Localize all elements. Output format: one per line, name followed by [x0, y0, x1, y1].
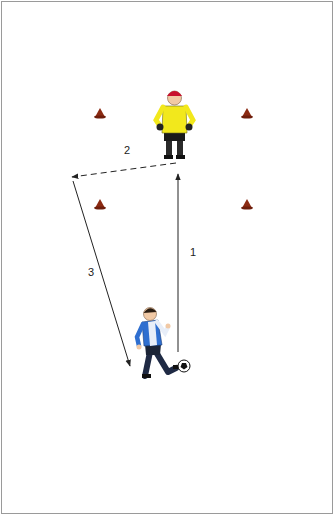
- player: [137, 308, 182, 379]
- keeper-shirt: [162, 106, 187, 133]
- pass-arrow: [178, 174, 179, 352]
- keeper-arm: [156, 107, 163, 126]
- keeper-boot: [176, 155, 185, 159]
- keeper-boot: [164, 155, 173, 159]
- cone-base: [94, 115, 106, 118]
- callout-number: 1: [190, 246, 196, 258]
- cone-base: [241, 206, 253, 209]
- run-arrow: [73, 181, 130, 366]
- cone-base: [94, 206, 106, 209]
- player-hand: [166, 324, 171, 329]
- player-hair: [144, 308, 157, 313]
- keeper-glove: [157, 124, 164, 131]
- keeper-head: [168, 91, 182, 105]
- cone-base: [241, 115, 253, 118]
- ball-patch: [181, 363, 188, 370]
- callout-number: 3: [88, 266, 94, 278]
- keeper-cap: [167, 91, 182, 96]
- keeper-arm: [186, 107, 193, 126]
- keeper-glove: [186, 124, 193, 131]
- player-shirt-stripe: [148, 321, 157, 346]
- pass-arrow-dashed: [72, 163, 176, 177]
- ball: [178, 360, 190, 372]
- player-head: [144, 308, 157, 321]
- player-hand: [137, 345, 142, 350]
- player-boot: [142, 374, 151, 378]
- player-arm: [137, 324, 143, 346]
- goalkeeper: [156, 91, 193, 159]
- player-leg: [145, 352, 150, 376]
- callout-number: 2: [124, 144, 130, 156]
- ball-outline: [178, 360, 190, 372]
